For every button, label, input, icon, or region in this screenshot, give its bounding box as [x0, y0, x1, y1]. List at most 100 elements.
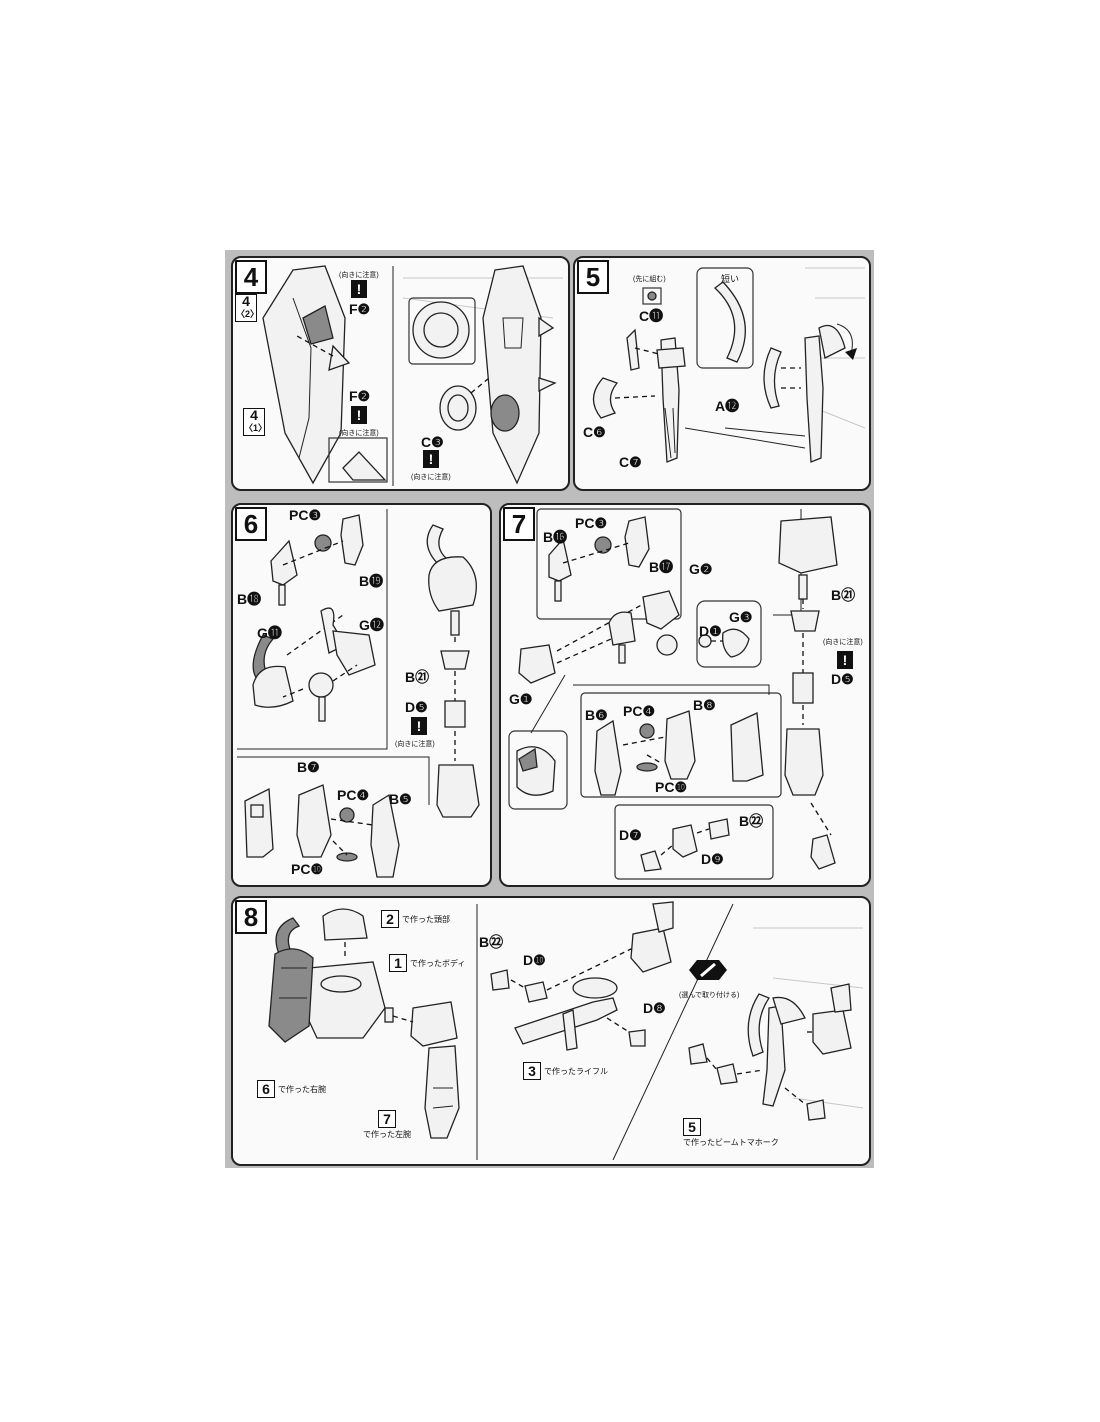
orientation-note: (向きに注意): [339, 272, 379, 279]
reference-step-number: 3: [523, 1062, 541, 1080]
right-arm-part: [268, 948, 314, 1043]
blade-left-part: [592, 377, 619, 419]
orientation-note: (向きに注意): [395, 741, 435, 748]
reference-step-number: 7: [378, 1110, 396, 1128]
joint-connector-part: [792, 672, 814, 704]
hand-armor-part: [730, 712, 764, 782]
joint-connector-part: [444, 700, 466, 728]
hand-armor-part: [244, 787, 274, 858]
assemble-first-note: (先に組む): [633, 276, 666, 283]
part-label: D❽: [643, 1000, 666, 1016]
step-5-panel: 5 (先に組む) C⓫ 短い C❻ C❼ A⓬: [573, 256, 871, 491]
polycap-flat-part: [636, 762, 658, 772]
fist-part: [672, 824, 698, 858]
step-7-drawing: [508, 508, 838, 880]
step-number: 8: [235, 900, 267, 934]
part-label: B❻: [585, 707, 608, 723]
warning-icon: !: [411, 717, 427, 735]
joint-block-part: [790, 610, 820, 632]
part-label: B⓰: [543, 529, 568, 545]
shoulder-joint-part: [624, 516, 650, 568]
part-label: A⓬: [715, 398, 740, 414]
spike-loose-part: [328, 344, 351, 371]
reference-step-number: 2: [381, 910, 399, 928]
forearm-inner-part: [664, 710, 696, 780]
step-8-drawing: [268, 901, 864, 1161]
exchange-icon: [689, 960, 727, 980]
choose-note: (選んで取り付ける): [679, 992, 740, 999]
part-label: F❷: [349, 388, 371, 404]
shoulder-core-part: [608, 611, 636, 646]
orientation-note: (向きに注意): [339, 430, 379, 437]
step-4-drawing: [262, 265, 563, 486]
reference-text: で作ったビームトマホーク: [683, 1138, 779, 1147]
part-label: C❼: [619, 454, 642, 470]
instruction-sheet: 4 4〈2〉 4〈1〉 (向きに注意) ! F❷ F❷ ! (向きに注意) C❸…: [225, 250, 874, 1168]
rifle-hand-part: [628, 1029, 646, 1047]
part-label: B⓲: [237, 591, 262, 607]
axe-shaft-assembled: [804, 335, 824, 463]
joint-ball-part: [656, 634, 678, 656]
shoulder-armor-right: [332, 630, 376, 676]
orientation-note: (向きに注意): [823, 639, 863, 646]
step-number: 4: [235, 260, 267, 294]
rifle-mount-part: [490, 969, 510, 991]
part-label: F❷: [349, 301, 371, 317]
hand-part: [810, 834, 836, 870]
reference-step-number: 1: [389, 954, 407, 972]
left-arm-part: [424, 1045, 460, 1139]
part-label: B㉒: [739, 813, 764, 829]
step-4-panel: 4 4〈2〉 4〈1〉 (向きに注意) ! F❷ F❷ ! (向きに注意) C❸…: [231, 256, 570, 491]
short-note: 短い: [721, 274, 740, 284]
step-7-panel: 7 B⓰ PC❸ B⓱ G❷ G❸ D❶ G❶ B㉑ (向きに注意) ! D❺ …: [499, 503, 871, 887]
step-number: 5: [577, 260, 609, 294]
part-label: D❾: [701, 851, 724, 867]
step-number: 7: [503, 507, 535, 541]
shoulder-assembled: [428, 556, 477, 612]
part-label: B㉒: [479, 934, 504, 950]
shoulder-core-part: [308, 672, 334, 698]
warning-icon: !: [351, 280, 367, 298]
forearm-assembled: [436, 764, 480, 818]
warning-icon: !: [351, 406, 367, 424]
polycap-part: [639, 723, 655, 739]
reference-text: で作ったボディ: [410, 958, 466, 968]
polycap-part: [594, 536, 612, 554]
polycap-part: [314, 534, 332, 552]
left-arm-shoulder: [410, 1001, 458, 1047]
part-label: PC❹: [623, 703, 655, 719]
orientation-note: (向きに注意): [411, 474, 451, 481]
part-label: G❷: [689, 561, 713, 577]
shield-disc-mounted: [490, 394, 520, 432]
reference-step-number: 5: [683, 1118, 701, 1136]
shoulder-socket-part: [722, 628, 750, 658]
part-label: G⓬: [359, 617, 384, 633]
part-label: B❺: [389, 791, 412, 807]
warning-icon: !: [423, 450, 439, 468]
reference-text: で作った右腕: [278, 1084, 326, 1094]
shoulder-cap-part: [642, 590, 680, 630]
right-arm-fore: [630, 927, 672, 973]
part-label: PC❿: [655, 779, 687, 795]
part-label: B⓱: [649, 559, 674, 575]
shoulder-assembled: [778, 516, 838, 574]
step-6-drawing: [237, 509, 480, 878]
part-label: D❼: [619, 827, 642, 843]
tomahawk-head-part: [772, 996, 806, 1025]
part-label: C❸: [421, 434, 444, 450]
part-label: B⓳: [359, 573, 384, 589]
part-label: B㉑: [405, 669, 430, 685]
handle-cap-part: [626, 328, 640, 371]
forearm-assembled: [784, 728, 824, 796]
sub-step-badge: 4〈1〉: [243, 408, 267, 436]
part-label: C❻: [583, 424, 606, 440]
reference-tomahawk: 5 で作ったビームトマホーク: [683, 1118, 779, 1148]
reference-text: で作った頭部: [402, 914, 450, 924]
shoulder-part: [548, 537, 572, 582]
shoulder-joint-part: [340, 514, 364, 566]
